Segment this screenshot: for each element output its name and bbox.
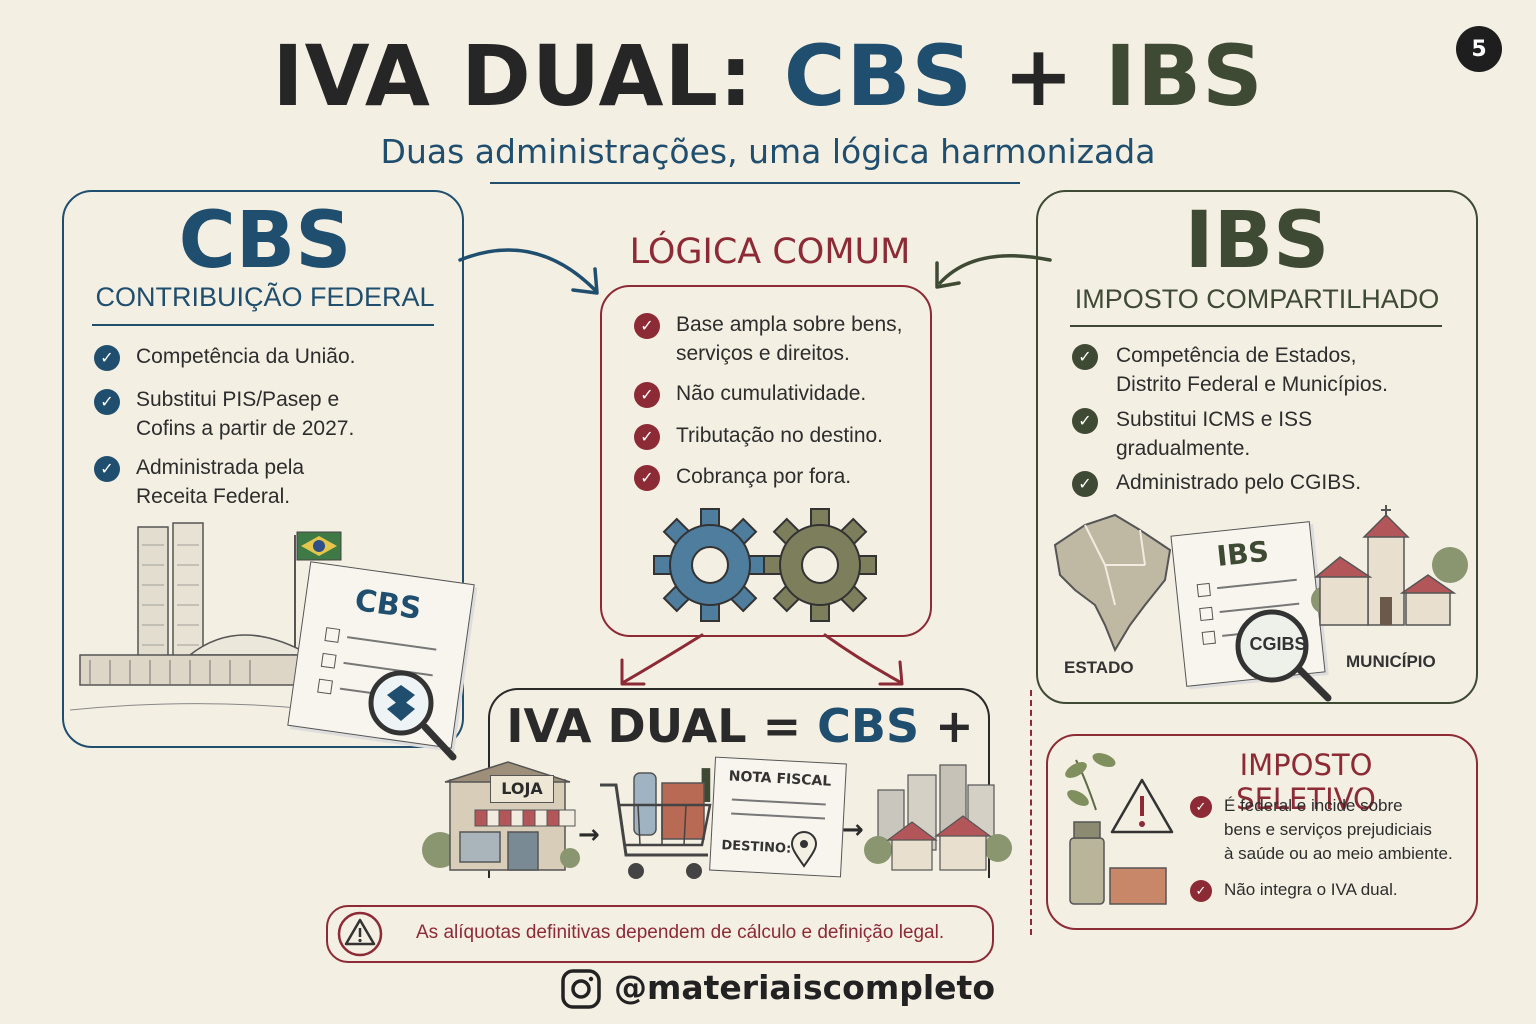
formula-plus: +: [919, 699, 974, 753]
page-subtitle: Duas administrações, uma lógica harmoniz…: [380, 132, 1156, 171]
ibs-subheading: IMPOSTO COMPARTILHADO: [1074, 284, 1440, 314]
check-icon: ✓: [94, 389, 120, 415]
arrow-ibs-to-common: [935, 254, 1052, 289]
ibs-item-1: Competência de Estados, Distrito Federal…: [1116, 344, 1388, 396]
common-item-4: Cobrança por fora.: [676, 465, 852, 488]
formula-cbs: CBS: [817, 699, 920, 753]
check-icon: ✓: [634, 465, 660, 491]
invoice-document: NOTA FISCAL DESTINO:: [709, 756, 847, 878]
cgibs-label: CGIBS: [1249, 634, 1307, 654]
flow-arrow-1: →: [578, 820, 600, 850]
selective-item-2: Não integra o IVA dual.: [1224, 880, 1398, 899]
municipality-label: MUNICÍPIO: [1346, 652, 1436, 671]
title-plus: +: [973, 27, 1105, 125]
title-ibs: IBS: [1104, 27, 1264, 125]
check-icon: ✓: [1190, 796, 1212, 818]
check-icon: ✓: [634, 382, 660, 408]
ibs-heading: IBS: [1184, 196, 1330, 286]
common-item-3: Tributação no destino.: [676, 424, 884, 447]
warning-note-box: [326, 905, 994, 963]
selective-item-1: É federal e incide sobre bens e serviços…: [1224, 796, 1453, 863]
cbs-item-1: Competência da União.: [136, 345, 356, 368]
ibs-divider: [1070, 325, 1442, 327]
arrow-cbs-to-common: [458, 248, 599, 295]
check-icon: ✓: [634, 424, 660, 450]
cbs-item-2: Substitui PIS/Pasep e Cofins a partir de…: [136, 388, 355, 440]
check-icon: ✓: [94, 345, 120, 371]
ibs-panel: [1036, 190, 1478, 704]
cbs-heading: CBS: [178, 196, 352, 286]
selective-tax-heading: IMPOSTO SELETIVO: [1236, 748, 1376, 816]
invoice-destination: DESTINO:: [721, 838, 792, 857]
magnifier-icon: [1235, 609, 1332, 702]
cbs-item-3: Administrada pela Receita Federal.: [136, 456, 305, 508]
city-illustration: [864, 764, 1012, 871]
store-sign: LOJA: [490, 775, 554, 803]
gear-icon-cbs: [653, 508, 767, 622]
cbs-panel: [62, 190, 464, 748]
common-item-2: Não cumulatividade.: [676, 382, 867, 405]
cbs-document-label: CBS: [352, 583, 424, 627]
common-heading: LÓGICA COMUM: [629, 232, 911, 272]
page-title: IVA DUAL: CBS + IBS: [200, 26, 1336, 126]
check-icon: ✓: [1072, 471, 1098, 497]
arrow-common-to-formula-left: [620, 633, 704, 686]
title-cbs: CBS: [783, 27, 974, 125]
check-icon: ✓: [94, 456, 120, 482]
arrow-common-to-formula-right: [823, 633, 904, 686]
warning-note-text: As alíquotas definitivas dependem de cál…: [416, 922, 945, 943]
ibs-item-2: Substitui ICMS e ISS gradualmente.: [1116, 408, 1313, 460]
common-item-1: Base ampla sobre bens, serviços e direit…: [676, 313, 903, 365]
footer-handle[interactable]: @materiaiscompleto: [614, 968, 995, 1007]
warning-icon: [337, 911, 383, 957]
check-icon: ✓: [1072, 408, 1098, 434]
map-pin-icon: [790, 831, 818, 868]
state-label: ESTADO: [1064, 658, 1134, 677]
instagram-icon: [561, 969, 601, 1009]
village-illustration: [1311, 505, 1468, 626]
ibs-document-label: IBS: [1215, 534, 1271, 573]
ibs-item-3: Administrado pelo CGIBS.: [1116, 471, 1362, 494]
title-prefix: IVA DUAL:: [272, 27, 784, 125]
magnifier-icon: [368, 670, 457, 761]
check-icon: ✓: [634, 313, 660, 339]
dashed-separator: [1030, 690, 1032, 935]
cbs-subheading: CONTRIBUIÇÃO FEDERAL: [95, 282, 435, 312]
brazil-map-illustration: [1053, 513, 1172, 653]
invoice-title: NOTA FISCAL: [728, 768, 832, 790]
brazil-flag-icon: [296, 531, 342, 561]
selective-tax-panel: [1046, 734, 1478, 930]
check-icon: ✓: [1072, 344, 1098, 370]
cbs-divider: [92, 324, 434, 326]
page-number: 5: [1471, 36, 1487, 62]
subtitle-underline: [490, 182, 1020, 184]
page-number-badge: 5: [1456, 26, 1502, 72]
gear-icon-ibs: [763, 508, 877, 622]
check-icon: ✓: [1190, 880, 1212, 902]
shopping-cart-icon: [600, 772, 712, 879]
formula-lhs: IVA DUAL =: [506, 699, 818, 753]
common-panel: [600, 285, 932, 637]
selective-illustration: [1065, 753, 1174, 905]
flow-arrow-2: →: [842, 815, 864, 845]
